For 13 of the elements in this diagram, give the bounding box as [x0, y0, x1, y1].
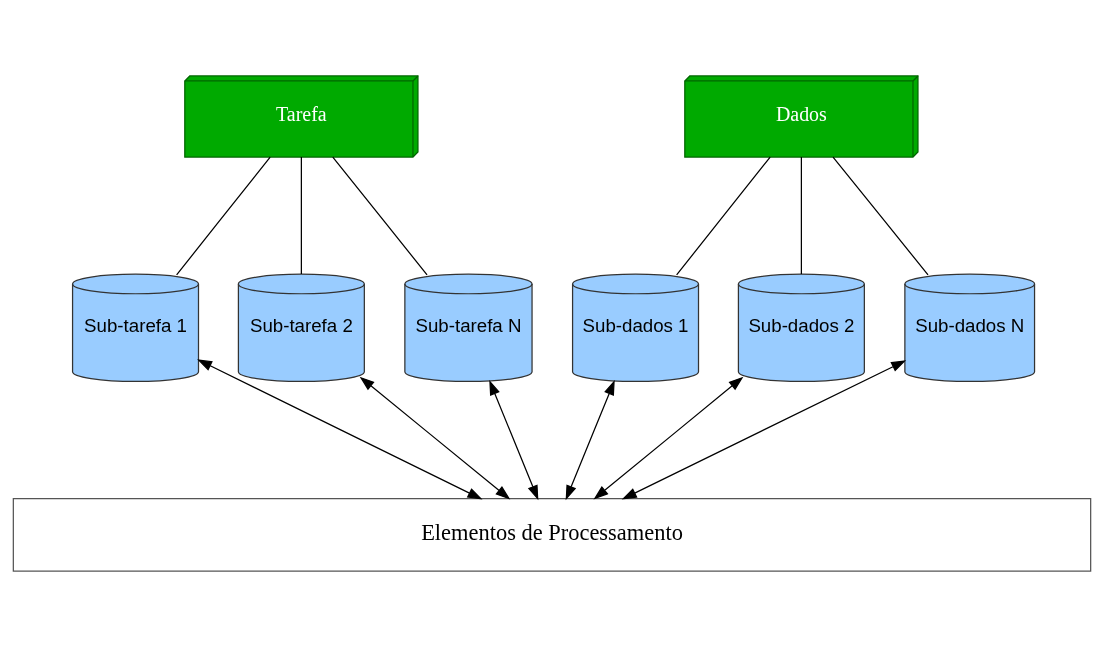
arrow [565, 379, 615, 500]
arrow [621, 359, 907, 499]
connector [332, 155, 428, 275]
arrow [593, 376, 744, 500]
connector [832, 155, 929, 275]
node-box: Elementos de Processamento [12, 497, 1092, 572]
connector [300, 155, 302, 275]
arrow [197, 358, 483, 499]
connector [176, 155, 271, 275]
connector [800, 155, 802, 275]
arrow [359, 376, 511, 500]
connector [676, 155, 771, 275]
arrow [489, 379, 539, 500]
